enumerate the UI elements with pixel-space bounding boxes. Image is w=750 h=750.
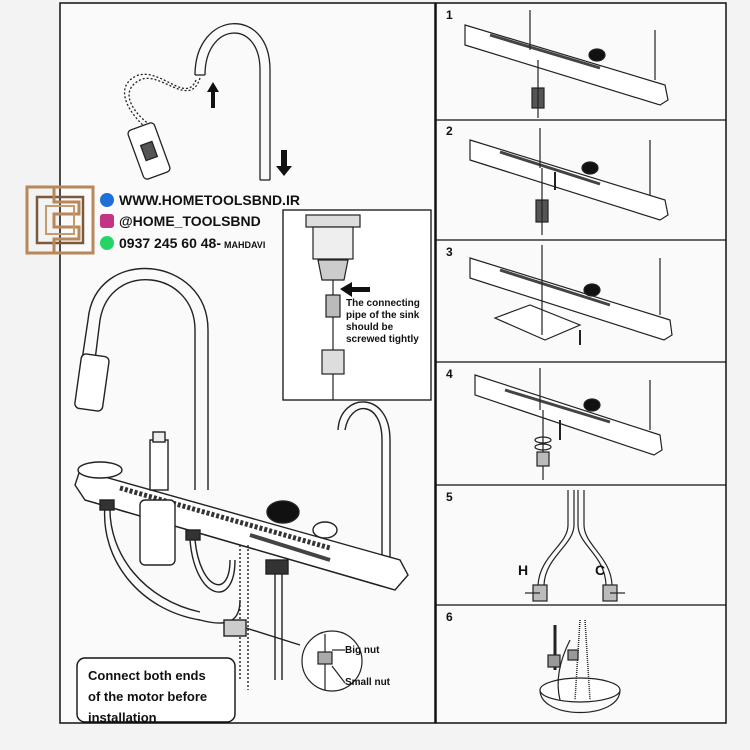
instagram-text: @HOME_TOOLSBND [119, 213, 261, 229]
motor-callout-box [76, 657, 236, 723]
step-5-number: 5 [446, 490, 453, 504]
motor-line-3: installation [88, 710, 157, 725]
step-2-number: 2 [446, 124, 453, 138]
sink-arrow [340, 282, 370, 297]
step-4-number: 4 [446, 367, 453, 381]
sink-connector-illustration [305, 214, 361, 400]
name-text: MAHDAVI [223, 240, 266, 250]
hose-arrows [207, 82, 292, 176]
hot-label: H [518, 562, 529, 578]
step-6-illustration [539, 619, 621, 714]
step-3-illustration [469, 245, 673, 345]
whatsapp-icon [100, 236, 114, 250]
instagram-row: @HOME_TOOLSBND [100, 213, 261, 229]
sink-pipe-line-1: The connecting [346, 298, 420, 309]
internet-explorer-icon [100, 193, 114, 207]
cold-label: C [595, 562, 606, 578]
small-nut-label: Small nut [345, 677, 391, 688]
sink-pipe-line-4: screwed tightly [346, 334, 419, 345]
sink-pipe-callout: The connecting pipe of the sink should b… [346, 298, 436, 346]
sink-inset-frame [282, 209, 432, 401]
step-4-illustration [474, 368, 663, 480]
brand-logo-icon [25, 185, 95, 255]
big-nut-label: Big nut [345, 645, 380, 656]
motor-callout: Connect both ends of the motor before in… [88, 665, 238, 728]
step-3-number: 3 [446, 245, 453, 259]
sink-unit [74, 267, 409, 690]
motor-line-2: of the motor before [88, 689, 208, 704]
steps-column-frame [435, 2, 727, 724]
website-row: WWW.HOMETOOLSBND.IR [100, 192, 300, 208]
motor-line-1: Connect both ends [88, 668, 206, 683]
instagram-icon [100, 214, 114, 228]
hose-diagram [124, 23, 271, 181]
sink-pipe-line-2: pipe of the sink [346, 310, 420, 321]
step-2-illustration [469, 128, 669, 235]
website-text: WWW.HOMETOOLSBND.IR [119, 192, 300, 208]
nut-detail [317, 634, 346, 690]
step-6-number: 6 [446, 610, 453, 624]
phone-text: 0937 245 60 48- [119, 235, 221, 251]
step-5-illustration [525, 490, 625, 602]
phone-row: 0937 245 60 48-MAHDAVI [100, 235, 265, 251]
step-1-illustration [464, 10, 669, 118]
sink-pipe-line-3: should be [346, 322, 394, 333]
step-1-number: 1 [446, 8, 453, 22]
watermark: WWW.HOMETOOLSBND.IR @HOME_TOOLSBND 0937 … [20, 180, 310, 260]
